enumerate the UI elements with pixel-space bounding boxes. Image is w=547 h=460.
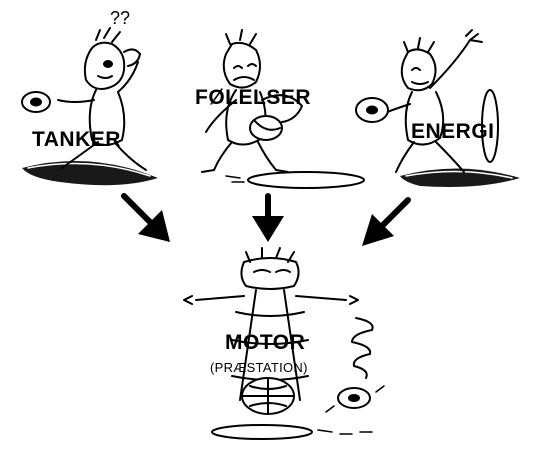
emotional-figure: [201, 29, 365, 189]
label-motor: MOTOR: [225, 331, 306, 354]
label-energi: ENERGI: [411, 120, 495, 143]
label-tanker: TANKER: [32, 128, 121, 151]
arrows: [121, 193, 411, 246]
arrow-right: [362, 197, 411, 246]
question-marks-text: ??: [110, 8, 130, 28]
energetic-figure: [355, 29, 520, 187]
thinker-figure: ??: [21, 8, 158, 186]
motor-figure: [183, 247, 385, 440]
label-motor-subtitle: (PRÆSTATION): [210, 360, 308, 375]
label-folelser: FØLELSER: [195, 86, 312, 109]
arrow-left: [121, 193, 170, 242]
arrow-middle: [252, 193, 284, 242]
